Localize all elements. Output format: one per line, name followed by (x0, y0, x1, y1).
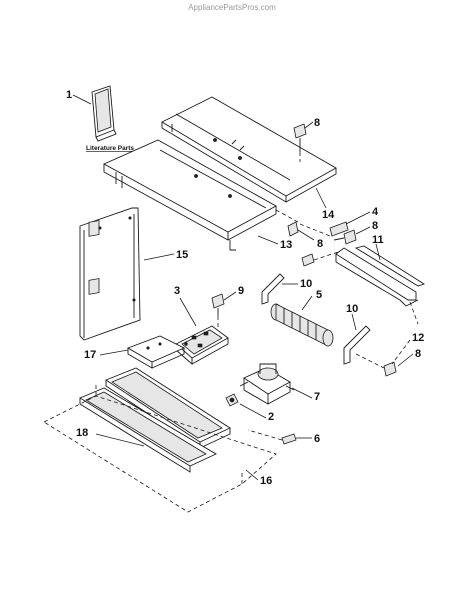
clip-part-4[interactable] (329, 221, 349, 237)
callout-18: 18 (76, 427, 88, 439)
screw-part-lower-right[interactable] (355, 339, 411, 377)
encoder-knob-part[interactable] (225, 393, 239, 407)
callout-8-top: 8 (314, 117, 320, 129)
screw-part-top[interactable] (293, 123, 307, 162)
bracket-part-10-upper[interactable] (261, 273, 285, 305)
callout-16: 16 (260, 475, 272, 487)
screw-part-lower-left[interactable] (301, 251, 339, 267)
callout-5: 5 (316, 289, 322, 301)
literature-booklet-part[interactable] (91, 85, 117, 142)
watermark-text: AppliancePartsPros.com (188, 3, 276, 12)
callout-9: 9 (238, 285, 244, 297)
blower-fan-part[interactable] (270, 303, 334, 347)
callout-2: 2 (268, 411, 274, 423)
top-panel-part[interactable] (161, 96, 337, 203)
callout-15: 15 (176, 249, 188, 261)
console-outline-part-16[interactable] (43, 395, 277, 513)
callout-10-upper: 10 (300, 278, 312, 290)
side-panel-part[interactable] (79, 207, 141, 341)
screw-part-9[interactable] (211, 293, 225, 330)
callout-8-lower-right: 8 (415, 348, 421, 360)
callout-8-right-mid: 8 (372, 220, 378, 232)
bracket-rail-part-11[interactable] (335, 245, 426, 307)
mounting-bracket-part-17[interactable] (126, 335, 186, 369)
callout-14: 14 (322, 209, 335, 221)
callout-4: 4 (372, 206, 379, 218)
callout-6: 6 (314, 433, 320, 445)
bracket-part-10-lower[interactable] (343, 325, 371, 365)
connector-part-6[interactable] (247, 429, 297, 445)
callout-7: 7 (314, 391, 320, 403)
upper-trim-panel-part[interactable] (102, 139, 299, 251)
callout-11: 11 (372, 234, 384, 246)
literature-parts-label[interactable]: Literature Parts (86, 145, 134, 152)
callout-17: 17 (84, 349, 96, 361)
control-panel-glass-part[interactable] (79, 387, 217, 473)
callout-13: 13 (280, 239, 292, 251)
callout-8-left-mid: 8 (317, 238, 323, 250)
screw-part-right-mid[interactable] (333, 229, 357, 245)
callout-12: 12 (412, 332, 424, 344)
screw-part-left-mid[interactable] (287, 221, 299, 237)
callout-10-lower: 10 (346, 303, 358, 315)
control-board-part[interactable] (175, 325, 229, 365)
callout-3: 3 (174, 285, 180, 297)
callout-1: 1 (66, 89, 72, 101)
cooling-fan-assembly-part[interactable] (239, 363, 295, 405)
